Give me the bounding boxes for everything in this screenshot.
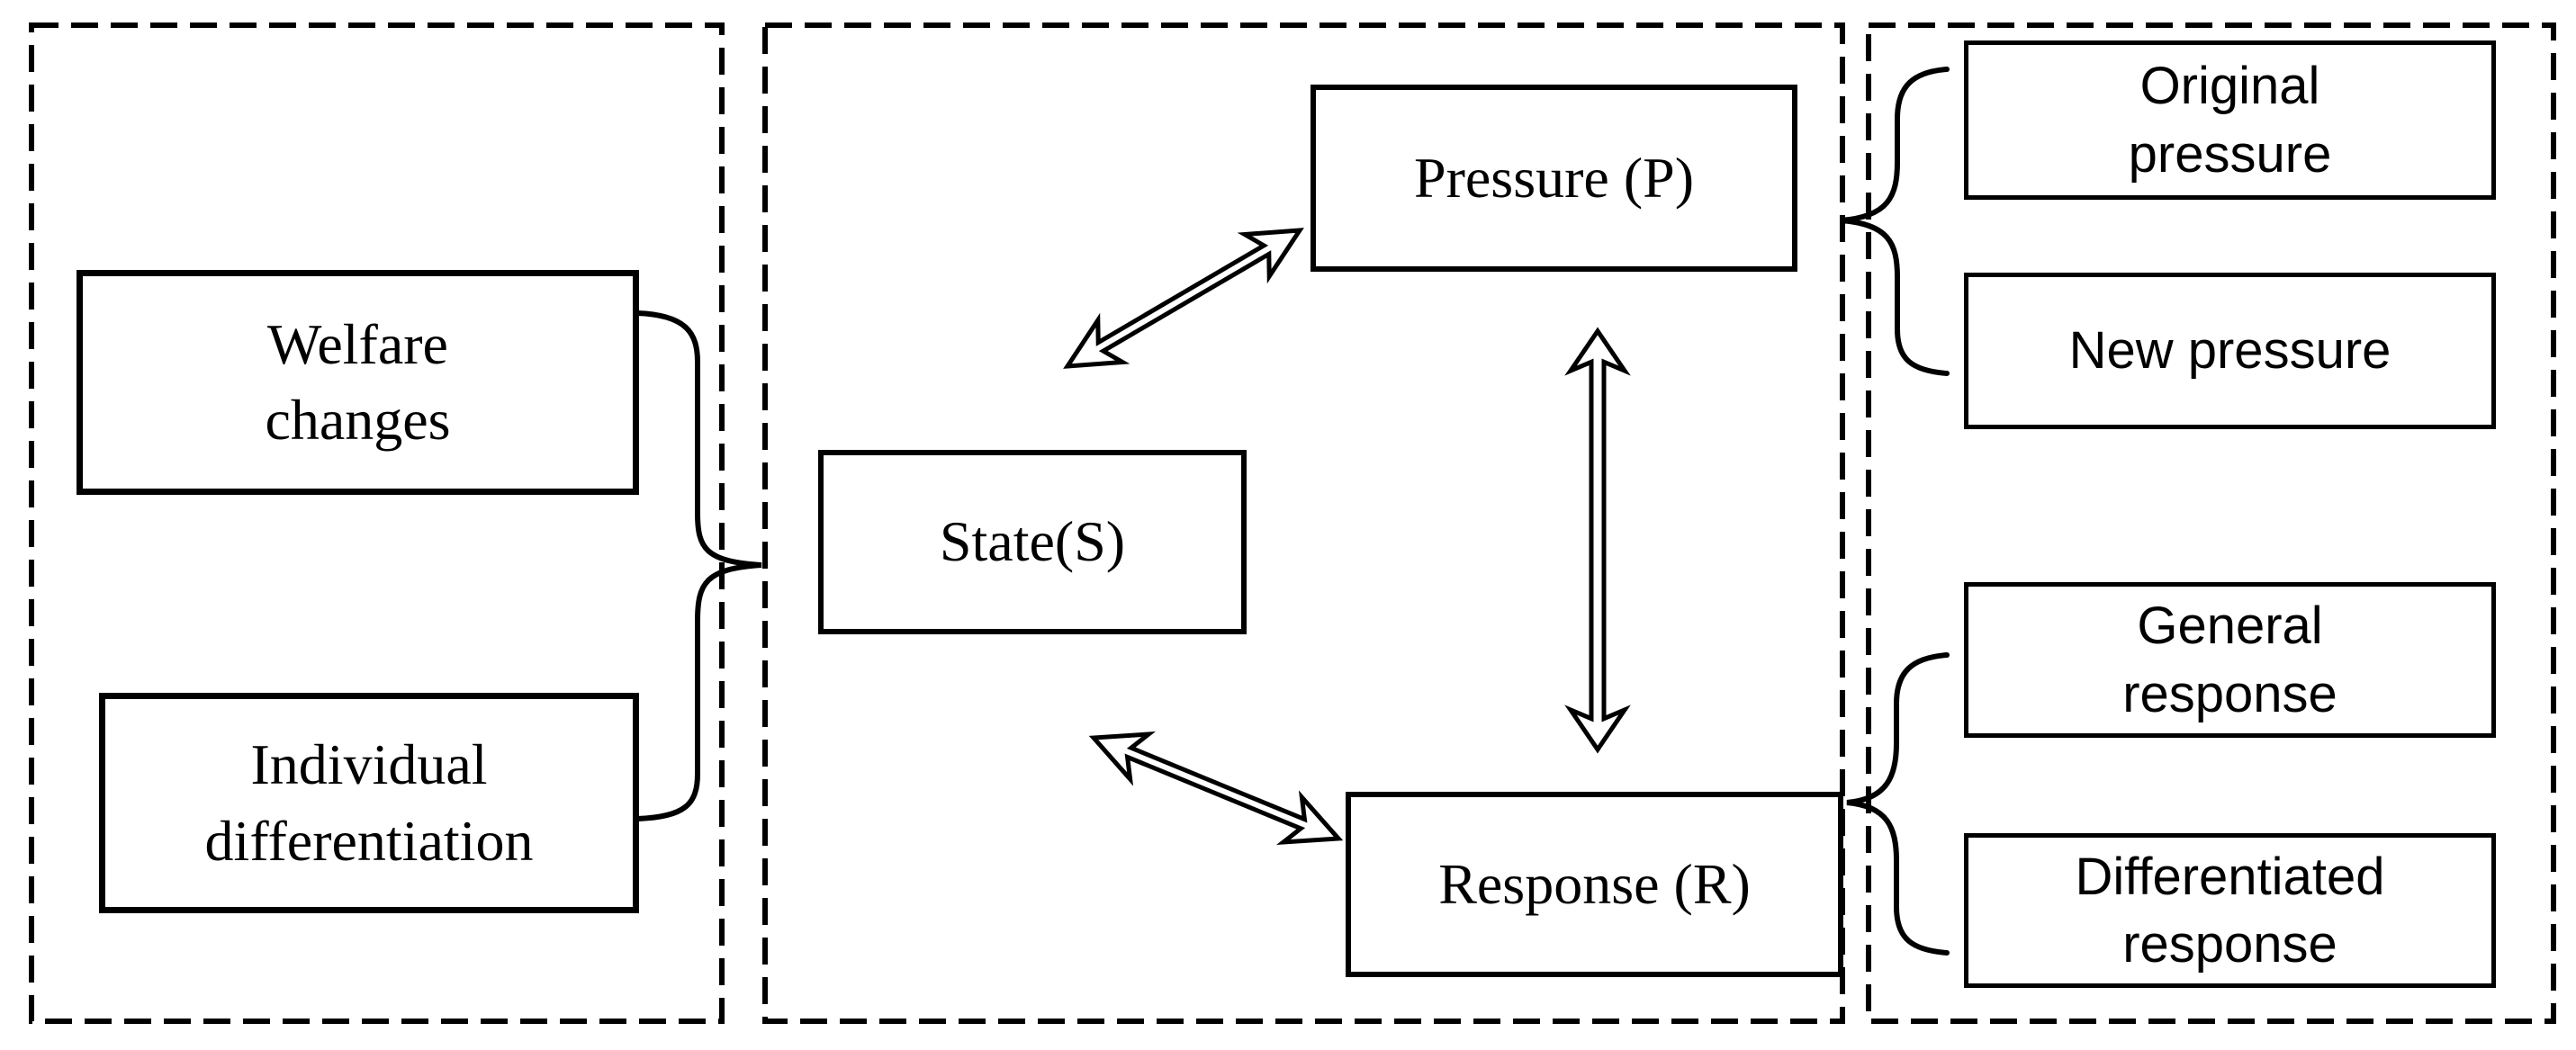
box-differentiated-response: Differentiated response xyxy=(1964,833,2496,988)
box-individual-differentiation: Individual differentiation xyxy=(99,693,639,913)
box-general-response-line2: response xyxy=(2122,664,2337,723)
box-individual-differentiation-line2: differentiation xyxy=(204,808,534,873)
box-welfare-changes: Welfare changes xyxy=(77,270,639,495)
box-welfare-changes-line2: changes xyxy=(265,388,451,452)
brace-pressure-subtypes xyxy=(1840,67,1950,376)
double-arrow-state-response xyxy=(1088,731,1344,846)
double-arrow-state-pressure xyxy=(1063,228,1304,369)
double-arrow-pressure-response xyxy=(1564,327,1631,754)
box-differentiated-response-line2: response xyxy=(2122,915,2337,974)
box-original-pressure-line2: pressure xyxy=(2128,124,2332,184)
box-response: Response (R) xyxy=(1346,792,1843,977)
brace-response-subtypes xyxy=(1846,652,1950,956)
box-original-pressure: Original pressure xyxy=(1964,40,2496,200)
box-new-pressure-label: New pressure xyxy=(2068,321,2391,381)
box-state-label: State(S) xyxy=(939,509,1126,574)
box-differentiated-response-line1: Differentiated xyxy=(2075,847,2385,906)
box-individual-differentiation-line1: Individual xyxy=(250,732,488,797)
box-original-pressure-line1: Original xyxy=(2139,57,2320,116)
box-pressure-label: Pressure (P) xyxy=(1413,145,1695,210)
box-pressure: Pressure (P) xyxy=(1311,85,1797,272)
box-response-label: Response (R) xyxy=(1438,851,1751,916)
box-welfare-changes-line1: Welfare xyxy=(267,311,448,376)
panel-drivers xyxy=(29,22,725,1024)
brace-drivers-to-state xyxy=(635,310,762,821)
panel-psr-core xyxy=(762,22,1845,1024)
panel-subtypes xyxy=(1866,22,2556,1024)
box-general-response-line1: General xyxy=(2137,597,2323,656)
box-new-pressure: New pressure xyxy=(1964,273,2496,429)
box-state: State(S) xyxy=(818,450,1247,634)
box-general-response: General response xyxy=(1964,582,2496,738)
